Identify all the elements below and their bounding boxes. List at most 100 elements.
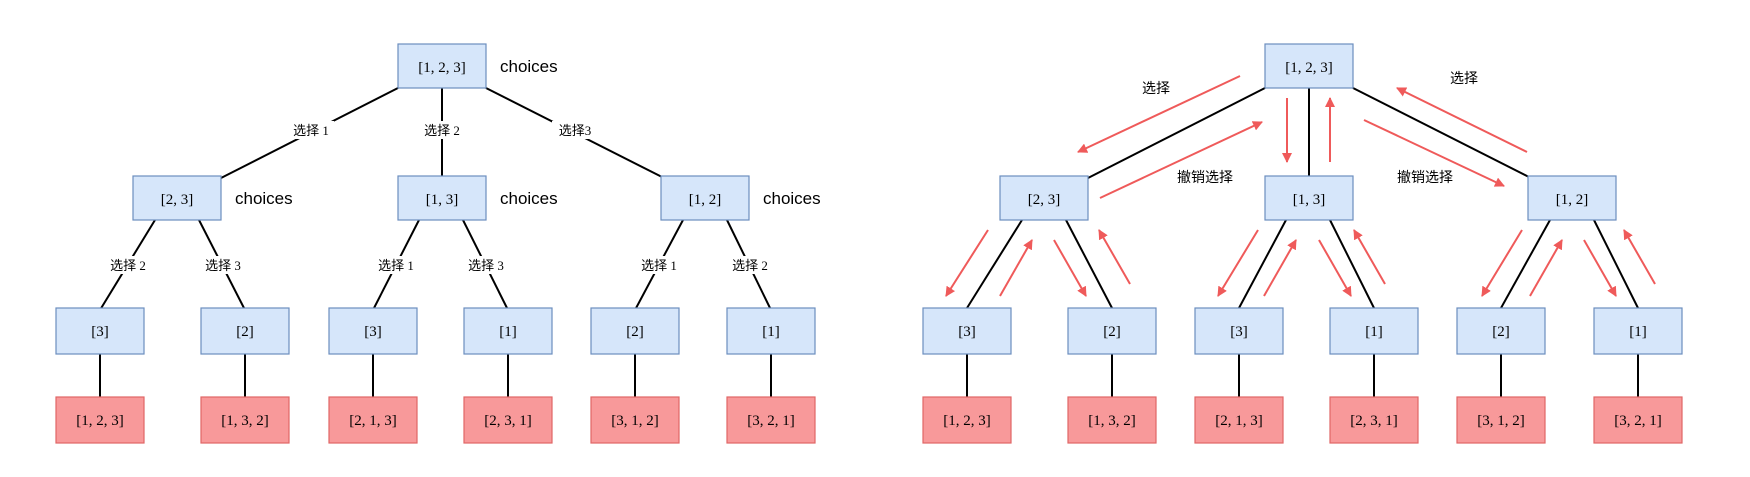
choose-arrow — [1217, 229, 1259, 297]
traversal-arrows — [945, 75, 1656, 297]
node-label: [1] — [499, 324, 517, 340]
node-label: [1] — [762, 324, 780, 340]
leaf-label: [3, 1, 2] — [611, 413, 659, 429]
right-leaf-5: [3, 2, 1] — [1593, 396, 1683, 444]
left-l2-node-3: [1] — [463, 307, 553, 355]
left-leaf-0: [1, 2, 3] — [55, 396, 145, 444]
leaf-label: [2, 1, 3] — [1215, 413, 1263, 429]
edge-l1-2-to-l2-5 — [1593, 219, 1639, 309]
leaf-label: [2, 1, 3] — [349, 413, 397, 429]
edge-label: 选择 2 — [110, 258, 146, 273]
node-label: [2] — [1492, 324, 1510, 340]
choose-arrow — [945, 229, 989, 297]
node-label: [2, 3] — [161, 192, 194, 208]
left-l2-node-1: [2] — [200, 307, 290, 355]
left-l1-node-1: [1, 3] — [397, 175, 487, 221]
choices-annotation: choices — [500, 189, 558, 208]
choices-annotation: choices — [500, 57, 558, 76]
leaf-label: [1, 2, 3] — [76, 413, 124, 429]
right-root-node: [1, 2, 3] — [1264, 43, 1354, 89]
edge-l1-1-to-l2-3 — [1329, 219, 1375, 309]
leaf-label: [2, 3, 1] — [1350, 413, 1398, 429]
edge-label: 选择 1 — [641, 258, 677, 273]
node-label: [1, 2, 3] — [1285, 60, 1333, 76]
right-l2-node-4: [2] — [1456, 307, 1546, 355]
right-l2-node-2: [3] — [1194, 307, 1284, 355]
node-label: [1, 2] — [689, 192, 722, 208]
node-label: [1] — [1629, 324, 1647, 340]
choose-annotation-left: 选择 — [1142, 80, 1170, 96]
undo-annotation-left: 撤销选择 — [1177, 169, 1233, 185]
choose-arrow — [1481, 229, 1523, 297]
choices-annotation: choices — [235, 189, 293, 208]
leaf-label: [3, 2, 1] — [1614, 413, 1662, 429]
left-leaf-1: [1, 3, 2] — [200, 396, 290, 444]
edge-l1-0-to-l2-0 — [966, 219, 1023, 309]
node-label: [1] — [1365, 324, 1383, 340]
left-tree: 选择 1 选择 2 选择3 选择 2 选择 3 选择 1 选择 3 选择 1 选… — [55, 43, 821, 444]
left-tree-edge-labels: 选择 1 选择 2 选择3 选择 2 选择 3 选择 1 选择 3 选择 1 选… — [105, 121, 773, 274]
left-l2-node-2: [3] — [328, 307, 418, 355]
node-label: [3] — [91, 324, 109, 340]
edge-label: 选择 3 — [205, 258, 241, 273]
edge-label: 选择 2 — [732, 258, 768, 273]
left-l2-node-5: [1] — [726, 307, 816, 355]
node-label: [3] — [958, 324, 976, 340]
right-l2-node-5: [1] — [1593, 307, 1683, 355]
left-l2-node-0: [3] — [55, 307, 145, 355]
choose-arrow — [1077, 75, 1241, 153]
choose-arrow — [1318, 239, 1352, 297]
left-leaf-2: [2, 1, 3] — [328, 396, 418, 444]
node-label: [3] — [364, 324, 382, 340]
leaf-label: [1, 3, 2] — [221, 413, 269, 429]
node-label: [2] — [236, 324, 254, 340]
node-label: [2, 3] — [1028, 192, 1061, 208]
leaf-label: [3, 1, 2] — [1477, 413, 1525, 429]
node-label: [2] — [1103, 324, 1121, 340]
leaf-label: [2, 3, 1] — [484, 413, 532, 429]
edge-l1-2-to-l2-4 — [1500, 219, 1551, 309]
undo-arrow — [1263, 239, 1297, 297]
edge-l1-0-to-l2-1 — [1065, 219, 1113, 309]
right-l1-node-1: [1, 3] — [1264, 175, 1354, 221]
left-leaf-3: [2, 3, 1] — [463, 396, 553, 444]
left-leaf-4: [3, 1, 2] — [590, 396, 680, 444]
right-l1-node-2: [1, 2] — [1527, 175, 1617, 221]
right-l2-node-3: [1] — [1329, 307, 1419, 355]
left-leaf-5: [3, 2, 1] — [726, 396, 816, 444]
leaf-label: [1, 2, 3] — [943, 413, 991, 429]
node-label: [2] — [626, 324, 644, 340]
undo-arrow — [1396, 87, 1528, 153]
right-leaf-0: [1, 2, 3] — [922, 396, 1012, 444]
right-tree: 选择 选择 撤销选择 撤销选择 [1, 2, 3] [2, 3] [1, 3] … — [922, 43, 1683, 444]
right-tree-edges — [966, 87, 1639, 397]
choose-arrow — [1053, 239, 1087, 297]
edge-label: 选择 3 — [468, 258, 504, 273]
right-l2-node-0: [3] — [922, 307, 1012, 355]
leaf-label: [3, 2, 1] — [747, 413, 795, 429]
node-label: [3] — [1230, 324, 1248, 340]
edge-root-to-l1-2 — [1352, 87, 1532, 179]
right-leaf-1: [1, 3, 2] — [1067, 396, 1157, 444]
right-leaf-4: [3, 1, 2] — [1456, 396, 1546, 444]
undo-arrow — [1529, 239, 1563, 297]
right-leaf-2: [2, 1, 3] — [1194, 396, 1284, 444]
right-leaf-3: [2, 3, 1] — [1329, 396, 1419, 444]
edge-label: 选择3 — [559, 123, 592, 138]
choose-arrow — [1363, 119, 1505, 187]
right-l2-node-1: [2] — [1067, 307, 1157, 355]
node-label: [1, 3] — [1293, 192, 1326, 208]
edge-label: 选择 2 — [424, 123, 460, 138]
choose-annotation-right: 选择 — [1450, 70, 1478, 86]
edge-root-to-l1-0 — [1087, 87, 1266, 179]
left-root-node: [1, 2, 3] — [397, 43, 487, 89]
left-l1-node-2: [1, 2] — [660, 175, 750, 221]
edge-l1-1-to-l2-2 — [1238, 219, 1287, 309]
undo-arrow — [1098, 229, 1131, 285]
edge-label: 选择 1 — [293, 123, 329, 138]
undo-arrow — [1623, 229, 1656, 285]
undo-annotation-right: 撤销选择 — [1397, 169, 1453, 185]
node-label: [1, 2, 3] — [418, 60, 466, 76]
choices-annotation: choices — [763, 189, 821, 208]
